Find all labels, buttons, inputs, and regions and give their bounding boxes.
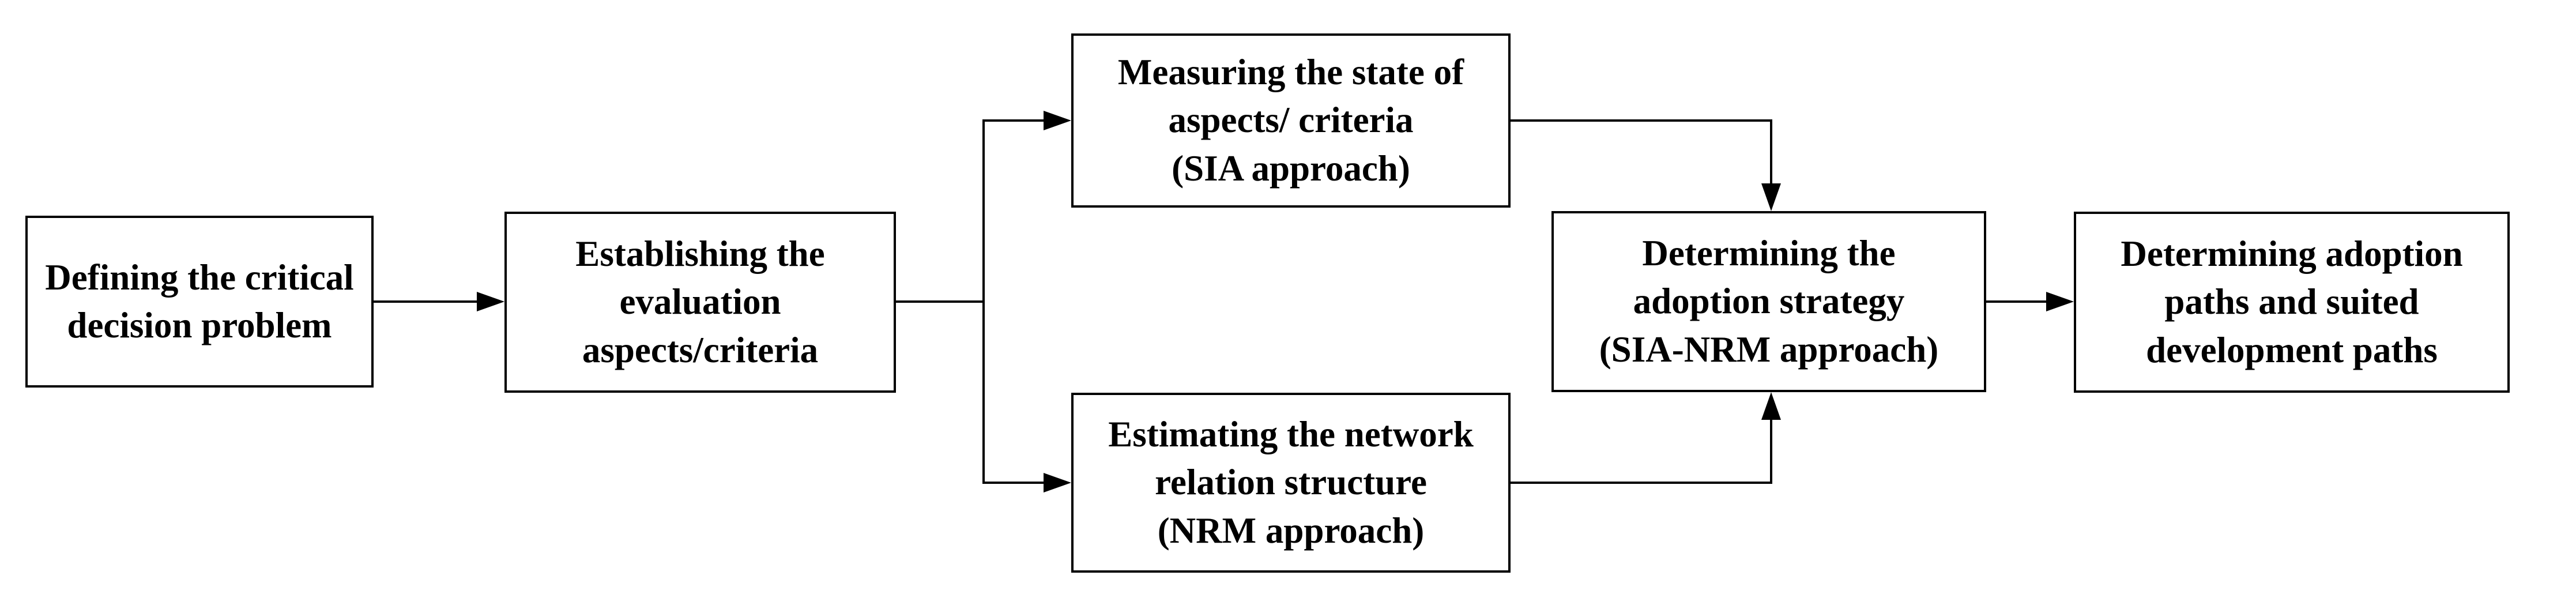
node-determining-strategy-label: Determining the adoption strategy (SIA-N… xyxy=(1599,233,1939,370)
node-measuring-state: Measuring the state of aspects/ criteria… xyxy=(1071,33,1511,208)
node-defining-problem: Defining the critical decision problem xyxy=(25,216,374,388)
node-determining-paths: Determining adoption paths and suited de… xyxy=(2074,212,2510,393)
arrowhead-up-icon xyxy=(1761,392,1781,420)
node-estimating-network-label: Estimating the network relation structur… xyxy=(1108,414,1474,551)
arrow-measuring-to-strategy xyxy=(1509,119,1781,211)
arrow-strategy-to-paths xyxy=(1985,292,2074,311)
arrow-split-to-measuring xyxy=(982,111,1071,130)
arrow-defining-to-establishing xyxy=(372,292,504,311)
node-defining-problem-label: Defining the critical decision problem xyxy=(45,257,354,345)
arrowhead-right-icon xyxy=(477,292,504,311)
node-determining-strategy: Determining the adoption strategy (SIA-N… xyxy=(1551,211,1986,392)
arrow-split-to-estimating xyxy=(982,473,1071,493)
arrowhead-right-icon xyxy=(2046,292,2074,311)
node-establishing-criteria-label: Establishing the evaluation aspects/crit… xyxy=(575,234,825,370)
arrowhead-right-icon xyxy=(1044,473,1071,493)
arrowhead-right-icon xyxy=(1044,111,1071,130)
node-estimating-network: Estimating the network relation structur… xyxy=(1071,393,1511,573)
arrow-establishing-split xyxy=(895,119,985,484)
node-determining-paths-label: Determining adoption paths and suited de… xyxy=(2121,234,2463,370)
node-measuring-state-label: Measuring the state of aspects/ criteria… xyxy=(1117,52,1464,189)
node-establishing-criteria: Establishing the evaluation aspects/crit… xyxy=(504,212,896,393)
arrow-estimating-to-strategy xyxy=(1509,392,1781,484)
arrowhead-down-icon xyxy=(1761,183,1781,211)
